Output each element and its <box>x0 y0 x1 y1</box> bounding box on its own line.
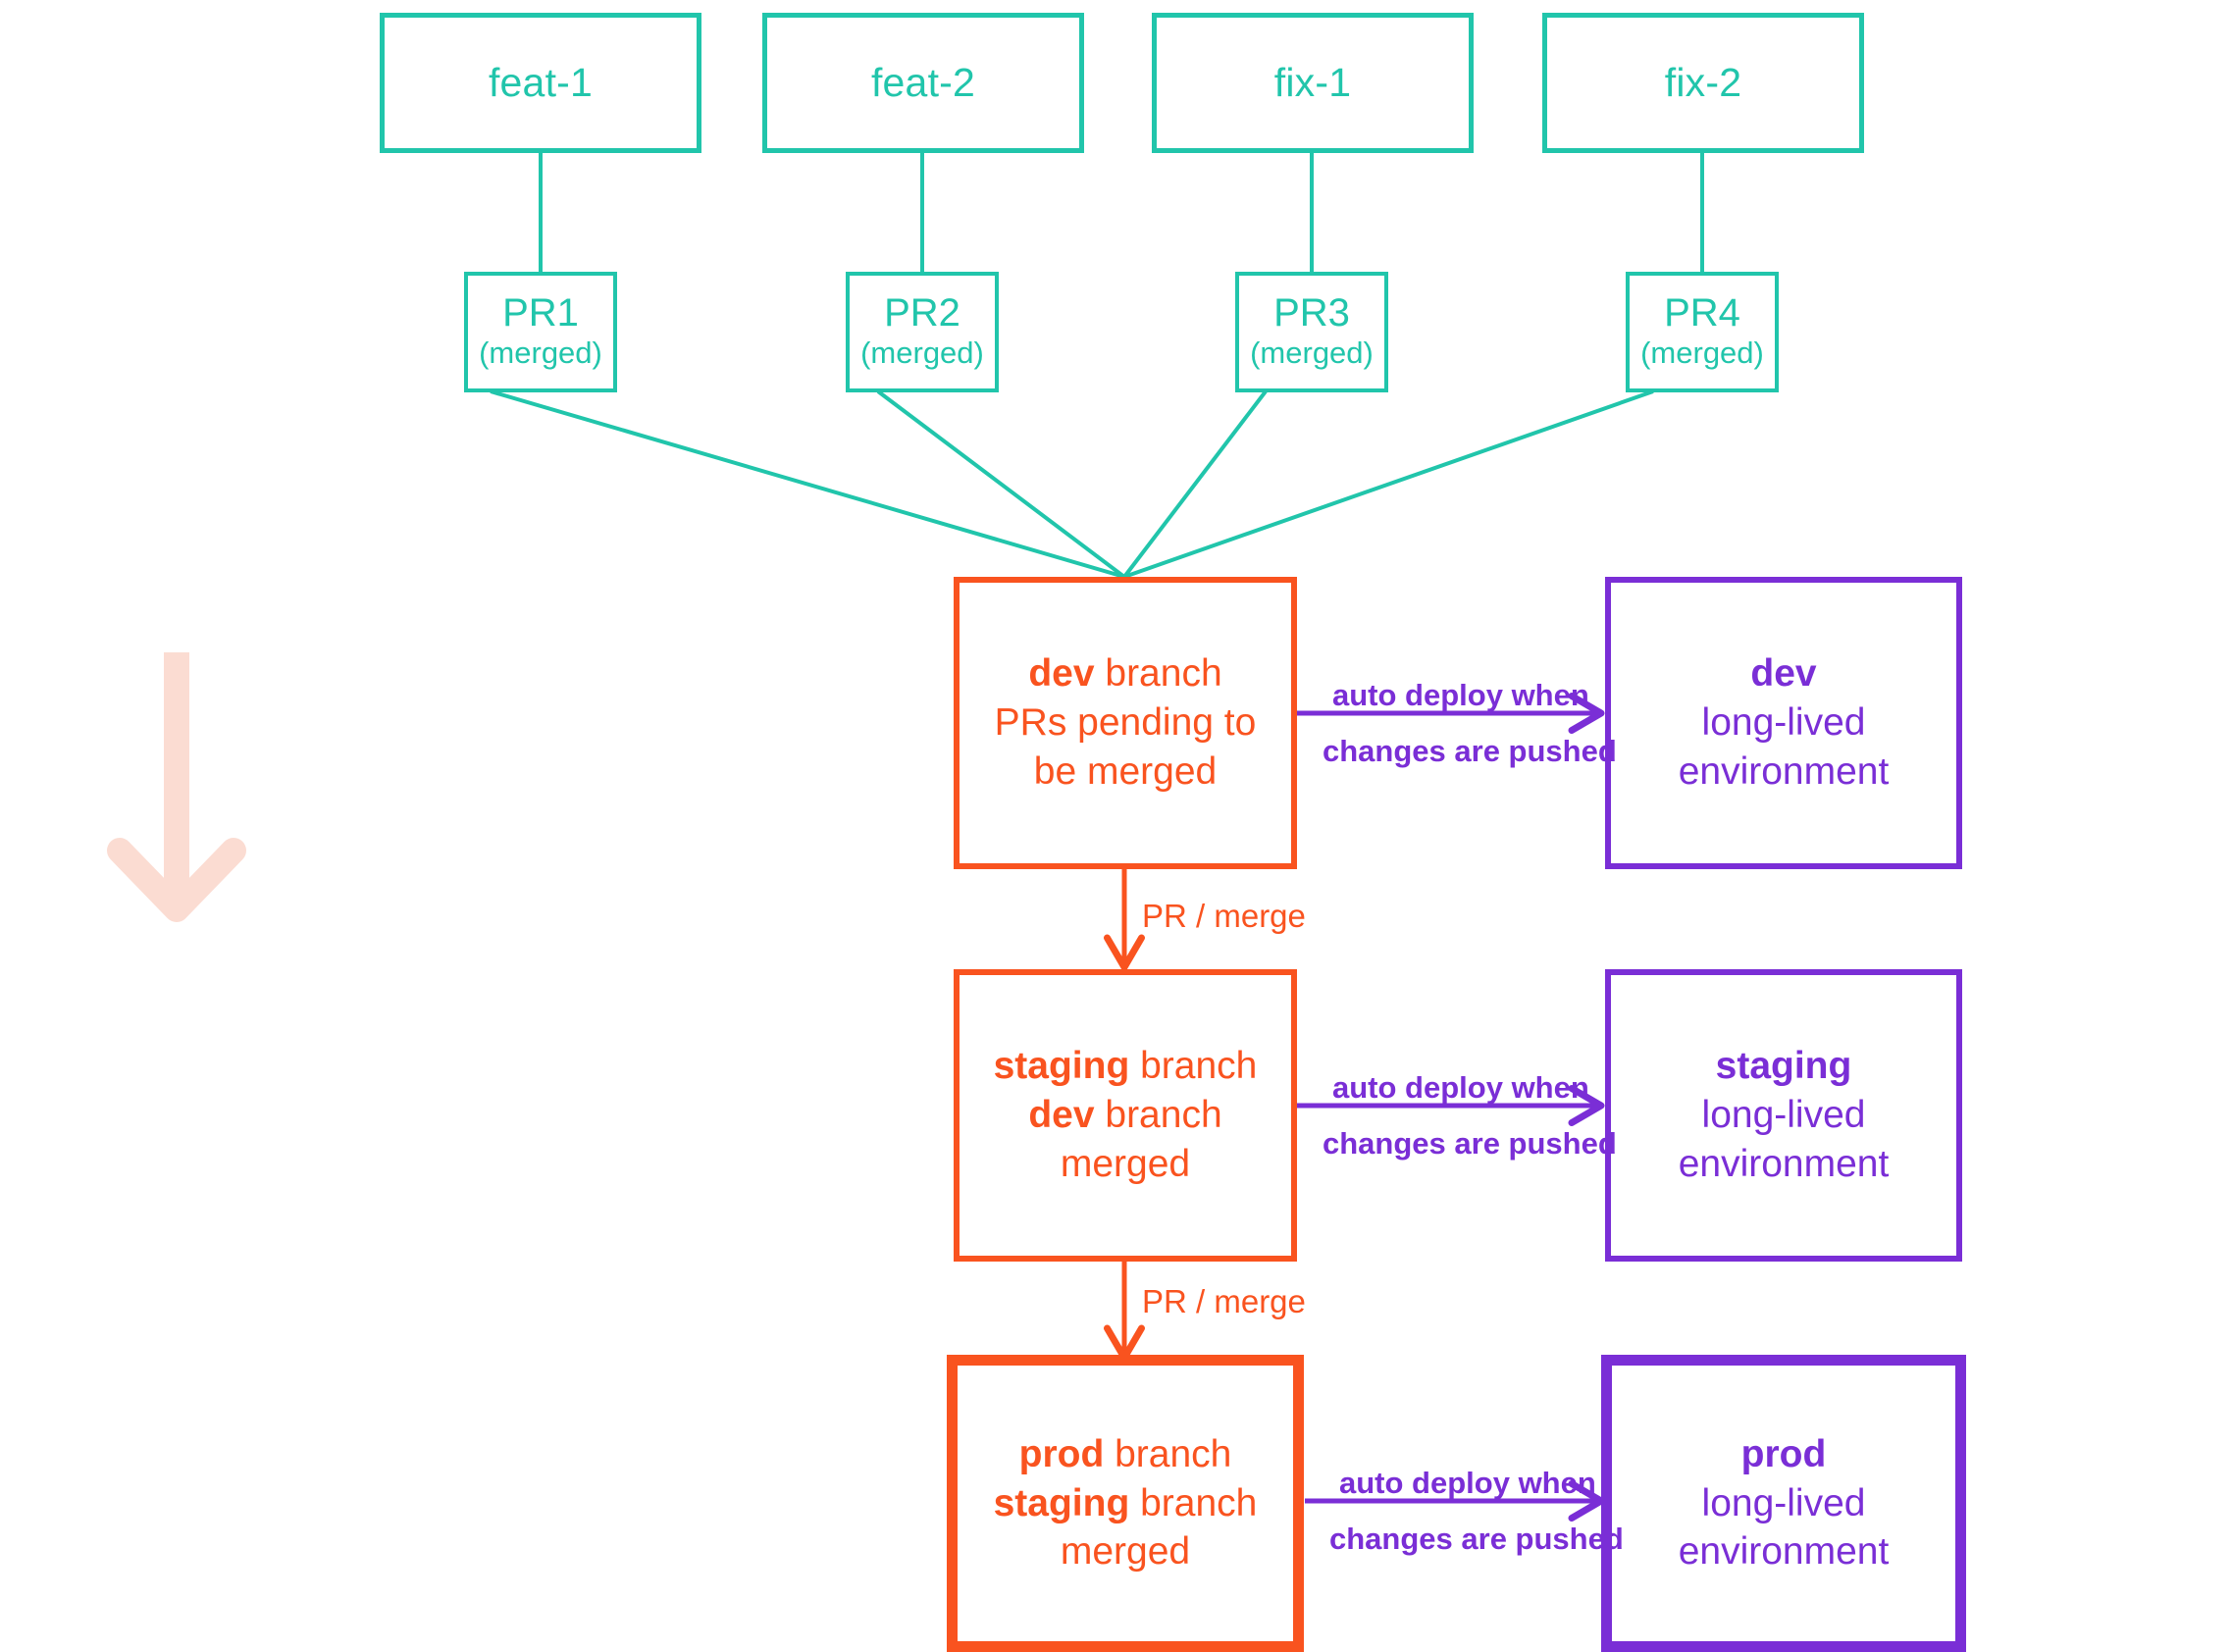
feature-branch-feat-2[interactable]: feat-2 <box>762 13 1084 153</box>
git-branch-suffix: branch <box>1094 652 1222 696</box>
git-branch-title: staging branch <box>994 1042 1258 1091</box>
pull-request-label: PR4 <box>1664 291 1740 336</box>
git-branch-name: staging <box>993 1045 1130 1088</box>
git-branch-dev[interactable]: dev branch PRs pending to be merged <box>954 577 1297 869</box>
environment-prod[interactable]: prod long-lived environment <box>1601 1355 1966 1652</box>
git-branch-staging[interactable]: staging branch dev branch merged <box>954 969 1297 1262</box>
git-branch-desc-line1: dev branch merged <box>960 1091 1291 1189</box>
deploy-label-staging-line2: changes are pushed <box>1323 1126 1617 1161</box>
pull-request-label: PR1 <box>502 291 579 336</box>
feature-branch-label: fix-1 <box>1273 59 1352 105</box>
deploy-label-staging-line1: auto deploy when <box>1332 1070 1589 1105</box>
environment-name: dev <box>1750 652 1817 696</box>
git-branch-name: dev <box>1028 652 1095 696</box>
feature-branch-label: feat-1 <box>488 59 594 105</box>
environment-name: staging <box>1715 1045 1852 1088</box>
deploy-label-dev-line2: changes are pushed <box>1323 734 1617 768</box>
environment-line2: environment <box>1678 749 1890 793</box>
pull-request-label: PR3 <box>1273 291 1350 336</box>
deploy-label-dev-line1: auto deploy when <box>1332 678 1589 712</box>
environment-line1: long-lived <box>1701 701 1866 745</box>
pull-request-status: (merged) <box>1640 336 1764 371</box>
environment-line2: environment <box>1678 1530 1890 1574</box>
pull-request-label: PR2 <box>884 291 960 336</box>
pull-request-pr1[interactable]: PR1 (merged) <box>464 272 617 392</box>
down-arrow-icon <box>107 652 246 922</box>
git-branch-desc-rest: branch merged <box>1060 1094 1222 1185</box>
merge-label-staging-prod: PR / merge <box>1142 1283 1306 1319</box>
environment-line1: long-lived <box>1701 1094 1866 1137</box>
git-branch-desc-rest: branch <box>1129 1481 1258 1524</box>
git-branch-title: dev branch <box>1028 649 1221 698</box>
git-branch-suffix: branch <box>1129 1045 1258 1088</box>
git-branch-desc-bold: dev <box>1028 1094 1095 1137</box>
merge-label-dev-staging: PR / merge <box>1142 898 1306 934</box>
environment-line2: environment <box>1678 1142 1890 1185</box>
pull-request-status: (merged) <box>860 336 984 371</box>
pull-request-status: (merged) <box>1250 336 1374 371</box>
deploy-label-prod-line1: auto deploy when <box>1339 1466 1596 1500</box>
git-branch-desc-line1: PRs pending to <box>994 701 1257 745</box>
git-branch-prod[interactable]: prod branch staging branch merged <box>947 1355 1304 1652</box>
feature-branch-feat-1[interactable]: feat-1 <box>380 13 701 153</box>
feature-branch-fix-2[interactable]: fix-2 <box>1542 13 1864 153</box>
git-branch-desc-bold: staging <box>993 1481 1130 1524</box>
feature-branch-label: fix-2 <box>1664 59 1742 105</box>
pull-request-pr4[interactable]: PR4 (merged) <box>1626 272 1779 392</box>
pr-to-dev-connectors <box>490 389 1654 579</box>
git-branch-desc-line1: staging branch <box>994 1479 1258 1528</box>
feature-to-pr-connectors <box>539 153 1704 273</box>
environment-staging[interactable]: staging long-lived environment <box>1605 969 1962 1262</box>
git-branch-desc-line2: be merged <box>1033 749 1218 793</box>
pull-request-status: (merged) <box>479 336 602 371</box>
git-branch-name: prod <box>1018 1432 1105 1475</box>
deploy-label-prod-line2: changes are pushed <box>1329 1522 1624 1556</box>
environment-line1: long-lived <box>1701 1481 1866 1524</box>
git-branch-suffix: branch <box>1104 1432 1232 1475</box>
environment-name: prod <box>1740 1432 1827 1475</box>
feature-branch-fix-1[interactable]: fix-1 <box>1152 13 1474 153</box>
git-branch-desc-line2: merged <box>1060 1530 1191 1574</box>
git-branch-title: prod branch <box>1019 1430 1232 1479</box>
pull-request-pr3[interactable]: PR3 (merged) <box>1235 272 1388 392</box>
environment-dev[interactable]: dev long-lived environment <box>1605 577 1962 869</box>
pull-request-pr2[interactable]: PR2 (merged) <box>846 272 999 392</box>
feature-branch-label: feat-2 <box>870 59 976 105</box>
